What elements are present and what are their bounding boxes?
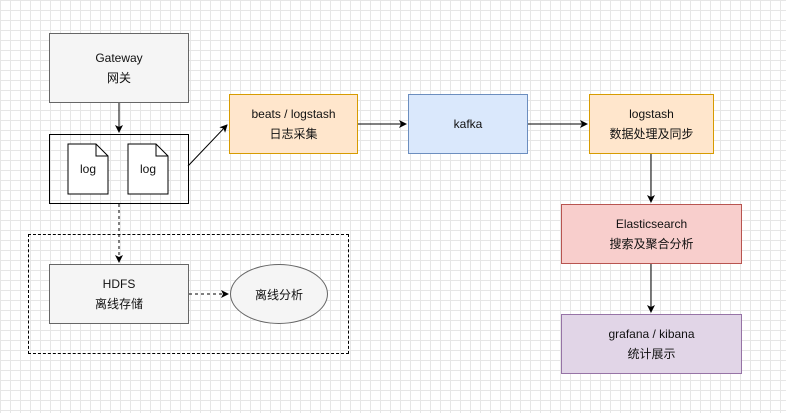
elasticsearch-subtitle: 搜索及聚合分析	[609, 237, 694, 251]
log-files-container[interactable]	[49, 134, 189, 204]
hdfs-node[interactable]: HDFS 离线存储	[49, 264, 189, 324]
hdfs-subtitle: 离线存储	[94, 297, 143, 311]
elasticsearch-node[interactable]: Elasticsearch 搜索及聚合分析	[561, 204, 742, 264]
offline-analysis-node[interactable]: 离线分析	[230, 264, 328, 324]
offline-analysis-label: 离线分析	[254, 287, 303, 302]
gateway-subtitle: 网关	[106, 71, 131, 85]
log-file-icon	[67, 143, 109, 195]
hdfs-title: HDFS	[102, 277, 136, 291]
log-file-icon	[127, 143, 169, 195]
grafana-subtitle: 统计展示	[627, 347, 676, 361]
log-file-label: log	[139, 162, 156, 176]
beats-logstash-node[interactable]: beats / logstash 日志采集	[229, 94, 358, 154]
beats-subtitle: 日志采集	[269, 127, 318, 141]
elasticsearch-title: Elasticsearch	[615, 217, 688, 231]
arrow-logs-to-beats	[187, 124, 228, 167]
kafka-title: kafka	[453, 117, 483, 131]
gateway-node[interactable]: Gateway 网关	[49, 33, 189, 103]
gateway-title: Gateway	[95, 51, 143, 65]
logstash-title: logstash	[629, 107, 674, 121]
grafana-title: grafana / kibana	[608, 327, 695, 341]
logstash-node[interactable]: logstash 数据处理及同步	[589, 94, 714, 154]
grafana-kibana-node[interactable]: grafana / kibana 统计展示	[561, 314, 742, 374]
offline-group-frame	[28, 234, 349, 354]
log-file-label: log	[79, 162, 96, 176]
logstash-subtitle: 数据处理及同步	[609, 127, 694, 141]
kafka-node[interactable]: kafka	[408, 94, 528, 154]
beats-title: beats / logstash	[251, 107, 336, 121]
